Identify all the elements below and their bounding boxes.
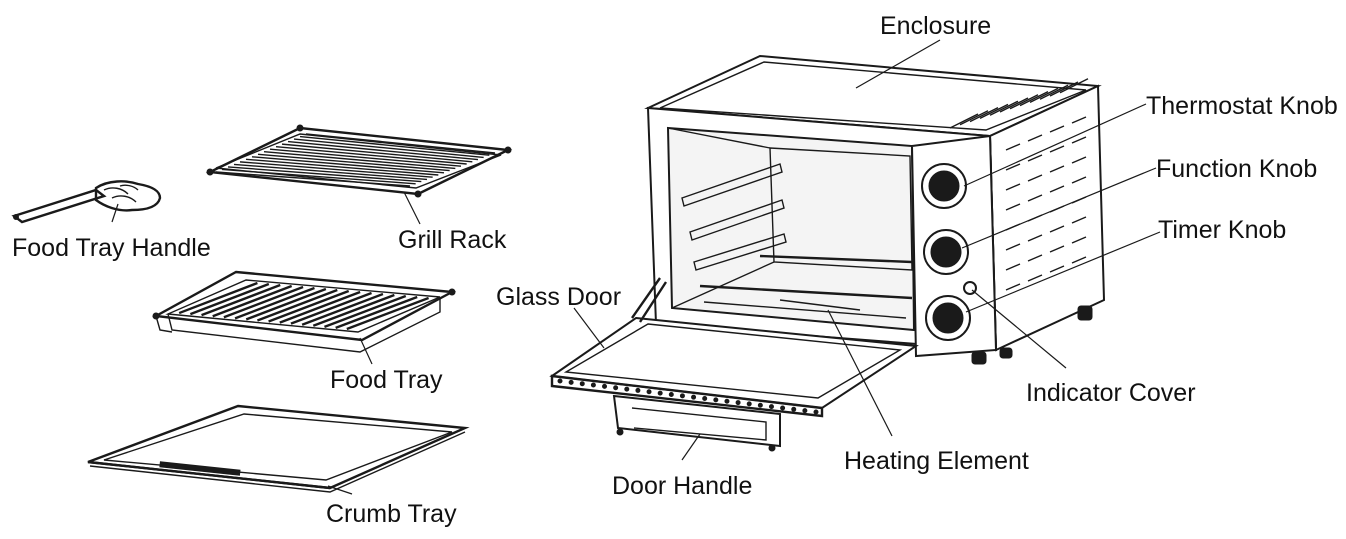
label-heating-element: Heating Element xyxy=(844,447,1029,475)
leader-lines xyxy=(111,39,1161,495)
door-handle-illustration xyxy=(612,394,781,452)
label-crumb-tray: Crumb Tray xyxy=(326,500,457,528)
food-tray-illustration xyxy=(152,270,457,353)
toaster-oven-body-illustration xyxy=(644,54,1106,365)
label-food-tray-handle: Food Tray Handle xyxy=(12,234,211,262)
label-thermostat-knob: Thermostat Knob xyxy=(1146,92,1338,120)
label-grill-rack: Grill Rack xyxy=(398,226,507,254)
label-indicator-cover: Indicator Cover xyxy=(1026,379,1196,407)
food-tray-handle-illustration xyxy=(11,180,162,224)
label-function-knob: Function Knob xyxy=(1156,155,1317,183)
label-food-tray: Food Tray xyxy=(330,366,443,394)
grill-rack-illustration xyxy=(205,124,513,198)
glass-door-illustration xyxy=(549,277,919,418)
crumb-tray-illustration xyxy=(87,404,470,493)
label-timer-knob: Timer Knob xyxy=(1158,216,1286,244)
label-enclosure: Enclosure xyxy=(880,12,991,40)
label-door-handle: Door Handle xyxy=(612,472,752,500)
label-glass-door: Glass Door xyxy=(496,283,621,311)
